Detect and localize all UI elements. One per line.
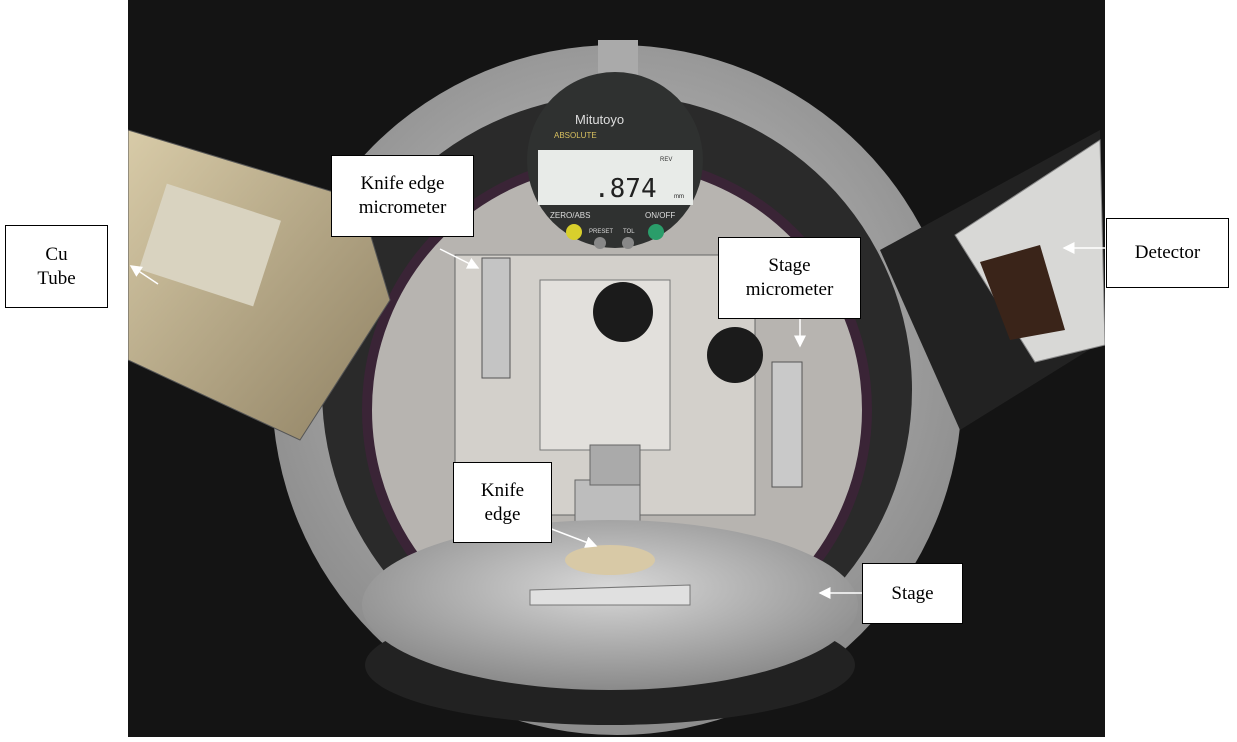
gauge-rev: REV (660, 157, 672, 163)
gauge-model: ABSOLUTE (554, 131, 597, 140)
gauge-preset: PRESET (589, 229, 613, 235)
label-text: Stage micrometer (745, 255, 834, 300)
gauge-unit: mm (674, 194, 684, 200)
stage-micrometer (771, 361, 803, 488)
detector-housing (880, 130, 1105, 430)
label-text: Knife edge micrometer (358, 173, 447, 218)
dial-gauge: Mitutoyo ABSOLUTE REV .874 mm ZERO/ABS O… (527, 40, 703, 249)
gauge-brand: Mitutoyo (575, 112, 624, 127)
gauge-zero-abs: ZERO/ABS (550, 211, 590, 220)
on-off-button (648, 224, 664, 240)
label-cu-tube: Cu Tube (5, 225, 108, 308)
gauge-on-off: ON/OFF (645, 211, 675, 220)
knife-edge-micrometer (481, 257, 511, 379)
preset-button (594, 237, 606, 249)
cu-tube-housing (128, 129, 391, 441)
label-text: Stage (891, 582, 934, 604)
tol-button (622, 237, 634, 249)
label-stage-micrometer: Stage micrometer (718, 237, 861, 319)
label-text: Detector (1134, 242, 1201, 263)
gauge-reading: .874 (594, 174, 657, 204)
label-knife-edge-micrometer: Knife edge micrometer (331, 155, 474, 237)
gauge-tol: TOL (623, 229, 635, 235)
zero-abs-button (566, 224, 582, 240)
label-text: Knife edge (480, 479, 525, 525)
label-detector: Detector (1106, 218, 1229, 288)
label-knife-edge: Knife edge (453, 462, 552, 543)
label-text: Cu Tube (37, 243, 76, 289)
label-stage: Stage (862, 563, 963, 624)
